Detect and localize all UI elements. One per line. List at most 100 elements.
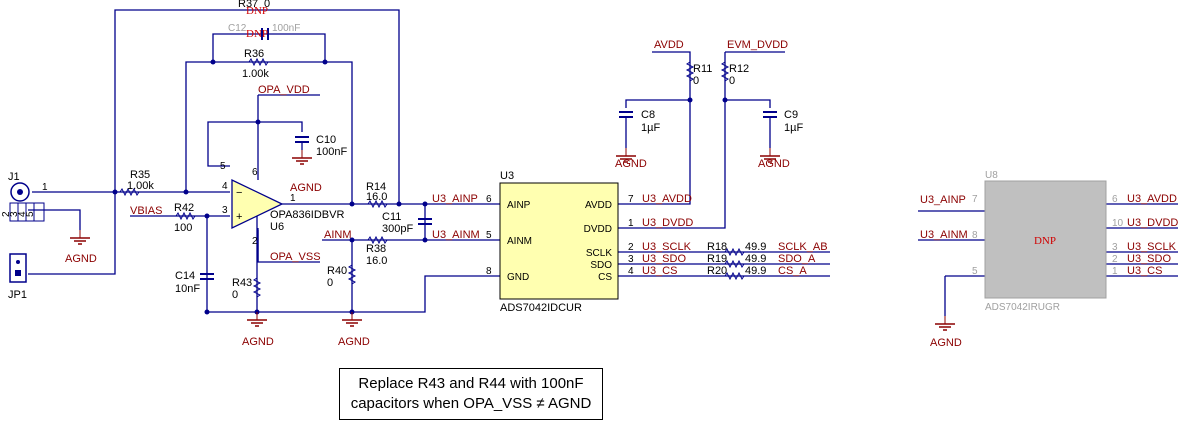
svg-text:OPA_VDD: OPA_VDD bbox=[258, 84, 310, 96]
svg-text:AGND: AGND bbox=[65, 253, 97, 265]
svg-text:5: 5 bbox=[220, 161, 226, 172]
svg-text:U3_AINP: U3_AINP bbox=[920, 194, 966, 206]
svg-text:6: 6 bbox=[1112, 194, 1118, 205]
svg-text:R14: R14 bbox=[366, 181, 386, 193]
svg-text:U3_AINM: U3_AINM bbox=[432, 229, 480, 241]
svg-text:6: 6 bbox=[252, 167, 258, 178]
svg-text:R20: R20 bbox=[707, 265, 727, 277]
svg-text:3: 3 bbox=[222, 205, 228, 216]
j1-ref: J1 bbox=[8, 171, 20, 183]
svg-text:C10: C10 bbox=[316, 134, 336, 146]
svg-text:R37: R37 bbox=[238, 0, 258, 10]
svg-text:10nF: 10nF bbox=[175, 283, 200, 295]
svg-text:0: 0 bbox=[264, 0, 270, 10]
svg-text:SDO_A: SDO_A bbox=[778, 253, 816, 265]
svg-text:16.0: 16.0 bbox=[366, 255, 387, 267]
svg-text:100nF: 100nF bbox=[316, 146, 347, 158]
svg-text:6: 6 bbox=[486, 194, 492, 205]
svg-text:100: 100 bbox=[174, 222, 192, 234]
opamp-part: OPA836IDBVR bbox=[270, 209, 344, 221]
svg-text:C8: C8 bbox=[641, 109, 655, 121]
svg-text:−: − bbox=[236, 187, 242, 199]
svg-text:R35: R35 bbox=[130, 169, 150, 181]
u8-part: ADS7042IRUGR bbox=[985, 302, 1060, 313]
svg-text:1µF: 1µF bbox=[784, 122, 803, 134]
svg-text:R12: R12 bbox=[729, 63, 749, 75]
svg-text:U3_SCLK: U3_SCLK bbox=[1127, 241, 1177, 253]
svg-text:4: 4 bbox=[628, 266, 634, 277]
svg-text:U3_AVDD: U3_AVDD bbox=[1127, 193, 1177, 205]
svg-text:7: 7 bbox=[972, 194, 978, 205]
svg-text:2: 2 bbox=[628, 242, 634, 253]
svg-text:AINM: AINM bbox=[324, 229, 352, 241]
junctions bbox=[112, 59, 728, 315]
svg-text:U3_SDO: U3_SDO bbox=[1127, 253, 1171, 265]
svg-text:U3_CS: U3_CS bbox=[1127, 265, 1162, 277]
note-box: Replace R43 and R44 with 100nF capacitor… bbox=[339, 368, 603, 420]
connector-j1: J1 1 2 3 4 5 JP1 bbox=[1, 171, 48, 301]
adc-u3: U3 ADS7042IDCUR AINP AINM GND AVDD DVDD … bbox=[486, 170, 634, 314]
svg-text:1: 1 bbox=[290, 193, 296, 204]
svg-text:U3_DVDD: U3_DVDD bbox=[1127, 217, 1178, 229]
svg-text:300pF: 300pF bbox=[382, 223, 413, 235]
svg-text:U3_AINM: U3_AINM bbox=[920, 229, 968, 241]
svg-text:DNP: DNP bbox=[246, 28, 268, 40]
svg-text:0: 0 bbox=[729, 75, 735, 87]
svg-text:8: 8 bbox=[486, 266, 492, 277]
svg-text:C11: C11 bbox=[382, 211, 401, 223]
svg-text:C12: C12 bbox=[228, 23, 247, 34]
svg-text:2: 2 bbox=[252, 236, 258, 247]
svg-text:C9: C9 bbox=[784, 109, 798, 121]
svg-text:1: 1 bbox=[1112, 266, 1118, 277]
svg-text:AINP: AINP bbox=[507, 200, 531, 211]
svg-text:+: + bbox=[236, 211, 242, 223]
svg-text:R36: R36 bbox=[244, 48, 264, 60]
svg-text:1.00k: 1.00k bbox=[242, 68, 269, 80]
svg-text:C14: C14 bbox=[175, 270, 195, 282]
svg-text:1.00k: 1.00k bbox=[127, 180, 154, 192]
svg-text:7: 7 bbox=[628, 194, 634, 205]
wires bbox=[28, 9, 1178, 316]
svg-text:VBIAS: VBIAS bbox=[130, 205, 162, 217]
svg-text:U3_CS: U3_CS bbox=[642, 265, 677, 277]
svg-text:AGND: AGND bbox=[242, 336, 274, 348]
svg-text:1: 1 bbox=[628, 218, 634, 229]
svg-text:R40: R40 bbox=[327, 265, 347, 277]
cap-leads bbox=[301, 117, 771, 150]
svg-text:EVM_DVDD: EVM_DVDD bbox=[727, 39, 788, 51]
svg-text:3: 3 bbox=[9, 211, 20, 217]
svg-text:R19: R19 bbox=[707, 253, 727, 265]
svg-text:OPA_VSS: OPA_VSS bbox=[270, 251, 321, 263]
svg-text:U3_SCLK: U3_SCLK bbox=[642, 241, 692, 253]
svg-text:5: 5 bbox=[972, 266, 978, 277]
svg-text:1µF: 1µF bbox=[641, 122, 660, 134]
svg-text:AGND: AGND bbox=[290, 182, 322, 194]
svg-text:49.9: 49.9 bbox=[745, 253, 766, 265]
svg-text:U3_DVDD: U3_DVDD bbox=[642, 217, 693, 229]
svg-text:3: 3 bbox=[628, 254, 634, 265]
net-labels: VBIAS OPA_VDD OPA_VSS AINM U3_AINP U3_AI… bbox=[65, 39, 962, 349]
svg-text:1: 1 bbox=[42, 182, 48, 193]
svg-text:AGND: AGND bbox=[758, 158, 790, 170]
svg-text:R11: R11 bbox=[693, 63, 712, 75]
opamp-ref: U6 bbox=[270, 221, 284, 233]
u8-ref: U8 bbox=[985, 170, 998, 181]
svg-text:16.0: 16.0 bbox=[366, 191, 387, 203]
resistor-glyphs bbox=[119, 57, 745, 298]
svg-text:U3_AVDD: U3_AVDD bbox=[642, 193, 692, 205]
svg-text:8: 8 bbox=[972, 230, 978, 241]
svg-text:2: 2 bbox=[1, 211, 12, 217]
svg-text:AGND: AGND bbox=[338, 336, 370, 348]
svg-text:R38: R38 bbox=[366, 243, 386, 255]
svg-text:0: 0 bbox=[232, 289, 238, 301]
svg-text:U3_AINP: U3_AINP bbox=[432, 193, 478, 205]
svg-text:SDO: SDO bbox=[590, 260, 612, 271]
svg-text:49.9: 49.9 bbox=[745, 265, 766, 277]
svg-text:AGND: AGND bbox=[615, 158, 647, 170]
svg-text:2: 2 bbox=[1112, 254, 1118, 265]
svg-text:49.9: 49.9 bbox=[745, 241, 766, 253]
svg-text:CS: CS bbox=[598, 272, 612, 283]
note-line-1: Replace R43 and R44 with 100nF bbox=[358, 375, 584, 392]
adc-ref: U3 bbox=[500, 170, 514, 182]
